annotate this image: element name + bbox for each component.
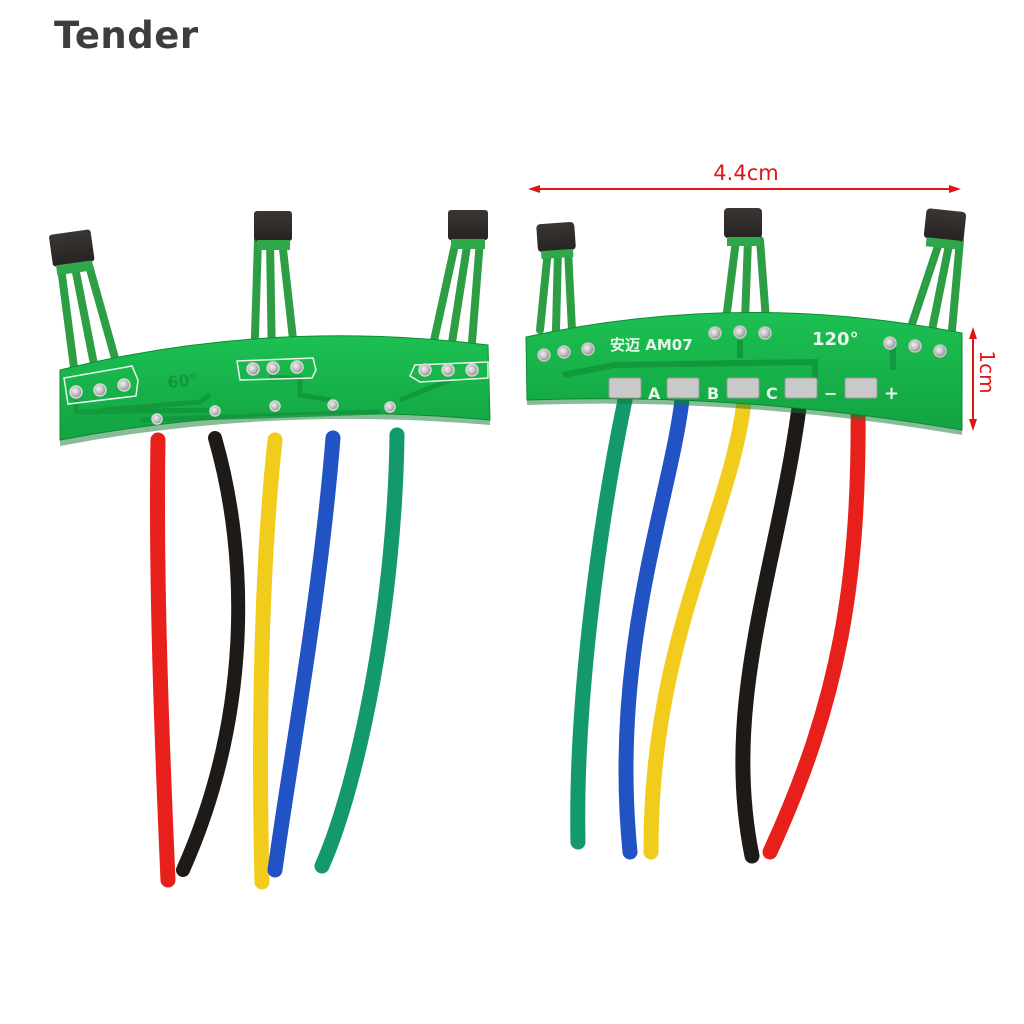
- height-dimension: 1cm: [969, 327, 999, 431]
- left-hall-sensors: [49, 210, 488, 276]
- pad-label-c: C: [766, 384, 778, 403]
- right-wire-pads: [608, 377, 878, 399]
- wire-blue: [267, 430, 341, 878]
- wire-green: [570, 392, 633, 850]
- right-sensor-legs: [536, 236, 964, 334]
- right-angle-marking: 120°: [812, 329, 859, 350]
- pad-labels: A B C − +: [648, 383, 899, 404]
- model-label: 安迈 AM07: [610, 336, 693, 354]
- wire-yellow: [253, 432, 283, 890]
- width-dimension: 4.4cm: [528, 161, 961, 193]
- left-solder-pads: [69, 360, 479, 425]
- wire-black: [176, 431, 246, 877]
- wire-red: [149, 432, 176, 888]
- pad-label-a: A: [648, 384, 661, 403]
- wire-yellow: [643, 394, 752, 860]
- pad-label-positive: +: [884, 383, 899, 404]
- wire-black: [735, 392, 808, 864]
- brand-watermark: Tender: [54, 14, 199, 57]
- right-hall-sensors: [536, 208, 967, 260]
- left-wires: [149, 427, 405, 890]
- wire-blue: [618, 392, 690, 860]
- right-wires: [570, 392, 866, 864]
- right-solder-joints: [537, 325, 947, 362]
- height-label: 1cm: [975, 350, 999, 393]
- pad-label-negative: −: [824, 384, 837, 403]
- wire-red: [762, 392, 866, 860]
- left-angle-marking: 60°: [166, 370, 198, 392]
- pad-label-b: B: [707, 384, 719, 403]
- width-label: 4.4cm: [713, 161, 778, 185]
- right-sensor-board: 4.4cm 1cm: [525, 161, 999, 864]
- wire-green: [314, 427, 405, 874]
- left-sensor-board: 60°: [49, 210, 491, 890]
